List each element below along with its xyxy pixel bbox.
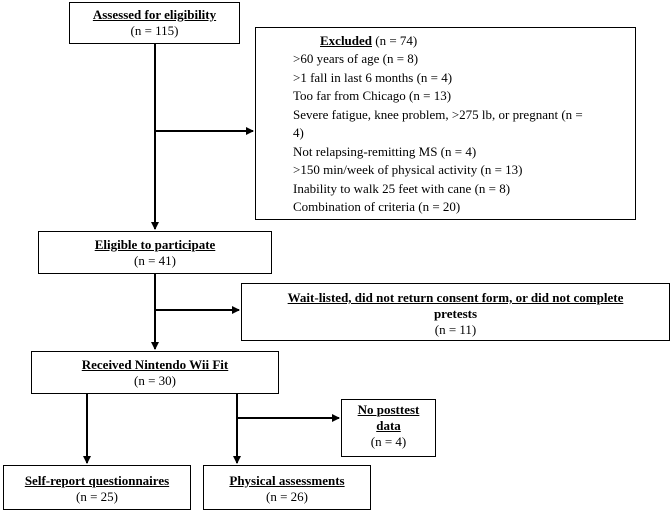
eligible-title: Eligible to participate [94, 237, 216, 252]
self-report-count: (n = 25) [76, 489, 118, 504]
exclusion-criterion: 4) [293, 125, 304, 140]
waitlisted-title-line1: Wait-listed, did not return consent form… [287, 290, 624, 305]
exclusion-criterion: >60 years of age (n = 8) [293, 51, 419, 66]
physical-title: Physical assessments [229, 473, 345, 488]
physical-count: (n = 26) [266, 489, 308, 504]
received-count: (n = 30) [134, 373, 176, 388]
waitlisted-title-line2: pretests [433, 306, 478, 321]
no-posttest-title-line2: data [376, 418, 401, 433]
received-box: Received Nintendo Wii Fit (n = 30) [31, 351, 279, 394]
waitlisted-count: (n = 11) [434, 322, 477, 337]
eligible-box: Eligible to participate (n = 41) [38, 231, 272, 274]
no-posttest-count: (n = 4) [370, 434, 407, 449]
waitlisted-box: Wait-listed, did not return consent form… [241, 283, 670, 341]
exclusion-criteria-list: >60 years of age (n = 8) >1 fall in last… [293, 50, 635, 217]
eligible-count: (n = 41) [134, 253, 176, 268]
physical-box: Physical assessments (n = 26) [203, 465, 371, 510]
self-report-box: Self-report questionnaires (n = 25) [3, 465, 191, 510]
exclusion-criterion: Combination of criteria (n = 20) [293, 199, 461, 214]
self-report-title: Self-report questionnaires [24, 473, 170, 488]
assessed-count: (n = 115) [130, 23, 179, 38]
exclusion-criterion: >1 fall in last 6 months (n = 4) [293, 69, 453, 85]
exclusion-criterion: Not relapsing-remitting MS (n = 4) [293, 143, 477, 159]
excluded-title: Excluded [320, 33, 373, 48]
excluded-box: Excluded (n = 74) >60 years of age (n = … [255, 27, 636, 220]
no-posttest-title-line1: No posttest [357, 402, 420, 417]
exclusion-criterion: Too far from Chicago (n = 13) [293, 88, 452, 103]
assessed-title: Assessed for eligibility [92, 7, 217, 22]
exclusion-criterion: Inability to walk 25 feet with cane (n =… [293, 180, 511, 196]
exclusion-criterion: Severe fatigue, knee problem, >275 lb, o… [293, 106, 583, 122]
received-title: Received Nintendo Wii Fit [81, 357, 229, 372]
assessed-box: Assessed for eligibility (n = 115) [69, 2, 240, 44]
excluded-count: (n = 74) [372, 33, 418, 48]
exclusion-criterion: >150 min/week of physical activity (n = … [293, 162, 523, 177]
no-posttest-box: No posttest data (n = 4) [341, 399, 436, 457]
